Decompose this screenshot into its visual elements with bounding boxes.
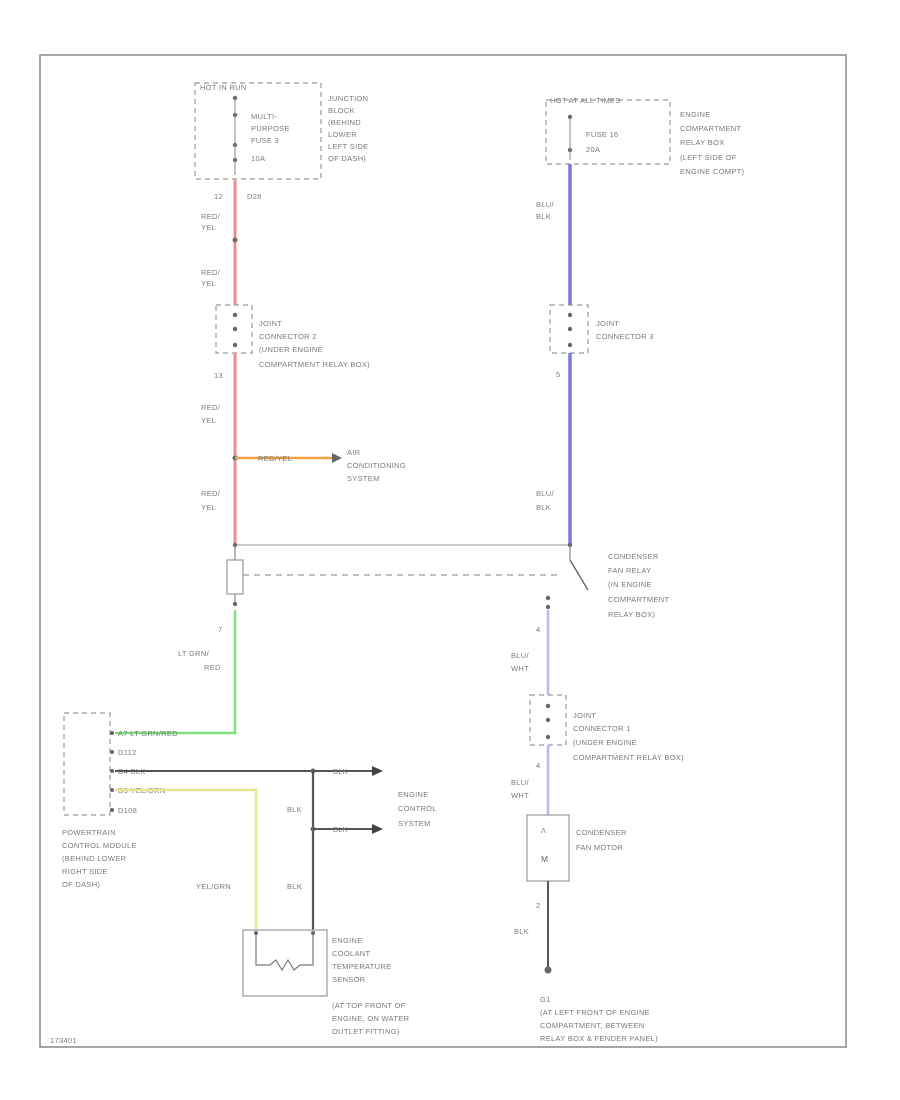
motor-connector-mark: Ʌ bbox=[541, 826, 546, 835]
yel-grn-label: YEL/GRN bbox=[196, 882, 231, 891]
fuse-16-label: FUSE 16 20A bbox=[586, 130, 621, 154]
blk-ground-label: BLK bbox=[514, 927, 529, 936]
mp-fuse-symbol bbox=[232, 95, 238, 175]
blu-wht-label-1: BLU/ WHT bbox=[511, 651, 531, 673]
jc1-label: JOINT CONNECTOR 1 (UNDER ENGINE COMPARTM… bbox=[573, 711, 684, 762]
splice-dot-1 bbox=[232, 237, 238, 243]
blk-vert1-label: BLK bbox=[287, 805, 302, 814]
wire-yel-grn bbox=[115, 788, 258, 930]
ground-id-label: G1 bbox=[540, 995, 551, 1004]
relay-switch bbox=[569, 559, 589, 591]
red-yel-inline-label: RED/YEL bbox=[258, 454, 292, 463]
pcm-pin-dots bbox=[110, 731, 114, 812]
wire-lt-grn-red bbox=[115, 610, 237, 735]
jc2-label: JOINT CONNECTOR 2 (UNDER ENGINE COMPARTM… bbox=[259, 319, 370, 369]
blu-blk-label-1: BLU/ BLK bbox=[536, 200, 556, 221]
relay-coil bbox=[226, 559, 244, 595]
arrow-ac bbox=[332, 453, 342, 463]
jc3-label: JOINT CONNECTOR 3 bbox=[596, 319, 654, 341]
pin-7-label: 7 bbox=[218, 625, 222, 634]
ground-desc-label: (AT LEFT FRONT OF ENGINE COMPARTMENT, BE… bbox=[540, 1008, 658, 1043]
red-yel-label-4: RED/ YEL bbox=[201, 489, 223, 512]
joint-connector-3-box bbox=[549, 304, 589, 354]
ac-system-label: AIR CONDITIONING SYSTEM bbox=[347, 448, 408, 483]
cond-fan-motor-label: CONDENSER FAN MOTOR bbox=[576, 828, 629, 852]
junction-block-box bbox=[194, 82, 322, 180]
engine-relay-box-fuse-box bbox=[545, 99, 671, 165]
red-yel-label-2: RED/ YEL bbox=[201, 268, 223, 288]
pcm-label: POWERTRAIN CONTROL MODULE (BEHIND LOWER … bbox=[62, 828, 139, 889]
pin-4b-label: 4 bbox=[536, 761, 540, 770]
junction-block-label: JUNCTION BLOCK (BEHIND LOWER LEFT SIDE O… bbox=[328, 94, 371, 163]
blk-arrow1-label: BLK bbox=[333, 767, 348, 776]
pin-5-label: 5 bbox=[556, 370, 560, 379]
pin-13-label: 13 bbox=[214, 371, 223, 380]
pcm-box bbox=[63, 712, 111, 816]
condenser-fan-motor-box bbox=[526, 814, 570, 882]
red-yel-label-3: RED/ YEL bbox=[201, 403, 223, 425]
motor-symbol: M bbox=[541, 854, 548, 864]
blu-blk-label-2: BLU/ BLK bbox=[536, 489, 556, 512]
blk-vert2-label: BLK bbox=[287, 882, 302, 891]
diagram-frame bbox=[39, 54, 847, 1048]
pin-4a-label: 4 bbox=[536, 625, 540, 634]
diagram-id: 173401 bbox=[50, 1036, 77, 1045]
engine-relay-box-label: ENGINE COMPARTMENT RELAY BOX (LEFT SIDE … bbox=[680, 110, 745, 176]
hot-at-all-times-label: HOT AT ALL TIMES bbox=[550, 96, 621, 105]
arrow-ecs-2 bbox=[372, 824, 383, 834]
red-yel-label-1: RED/ YEL bbox=[201, 212, 223, 232]
arrow-ecs-1 bbox=[372, 766, 383, 776]
thermistor-symbol bbox=[255, 935, 314, 972]
pin-12-label: 12 bbox=[214, 192, 223, 201]
engine-control-label: ENGINE CONTROL SYSTEM bbox=[398, 790, 439, 828]
blu-wht-label-2: BLU/ WHT bbox=[511, 778, 531, 800]
pin-2-label: 2 bbox=[536, 901, 540, 910]
ect-sensor-label: ENGINE COOLANT TEMPERATURE SENSOR (AT TO… bbox=[332, 936, 412, 1036]
hot-in-run-label: HOT IN RUN bbox=[200, 83, 247, 92]
lt-grn-red-label: LT GRN/ RED bbox=[178, 649, 221, 672]
pin-d28-label: D28 bbox=[247, 192, 262, 201]
blk-arrow2-label: BLK bbox=[333, 825, 348, 834]
ect-sensor-box bbox=[242, 929, 328, 997]
cond-fan-relay-label: CONDENSER FAN RELAY (IN ENGINE COMPARTME… bbox=[608, 552, 672, 619]
ground-point bbox=[544, 966, 552, 974]
mp-fuse-label: MULTI- PURPOSE FUSE 3 10A bbox=[251, 112, 292, 163]
